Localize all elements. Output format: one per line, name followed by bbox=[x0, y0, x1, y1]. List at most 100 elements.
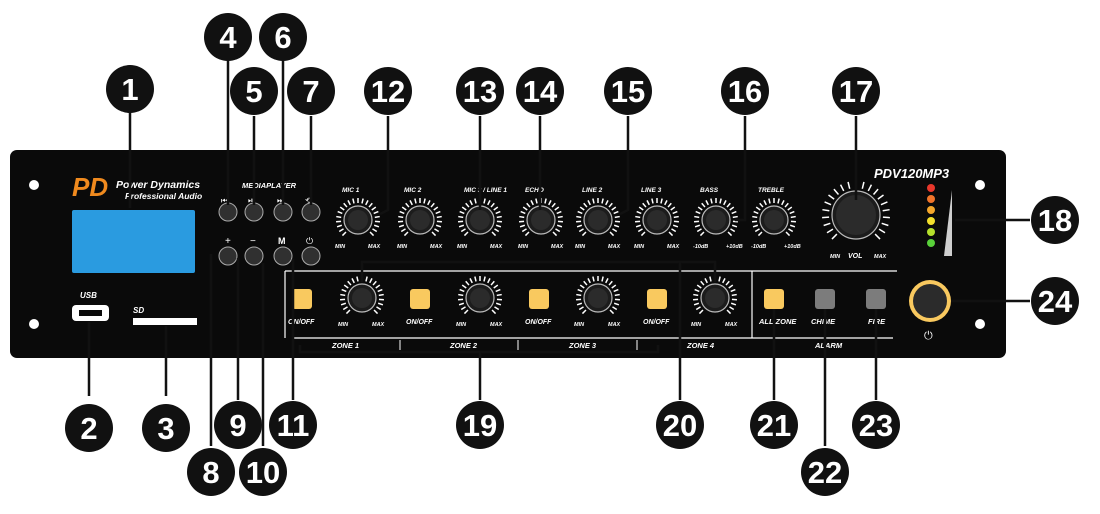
master-volume-tick bbox=[833, 188, 840, 195]
brand-name: Power Dynamics bbox=[116, 179, 200, 191]
repeat-icon: ⟲ bbox=[305, 196, 312, 205]
logo-mark: PD bbox=[72, 172, 108, 202]
media-power-button-cap[interactable] bbox=[301, 246, 321, 266]
mic1-tick bbox=[372, 228, 378, 233]
zone-3-knob-face bbox=[588, 288, 608, 308]
master-volume-tick bbox=[872, 188, 879, 195]
line3-knob[interactable] bbox=[635, 198, 679, 237]
zone-4-tick bbox=[730, 302, 737, 306]
mic3-tick bbox=[483, 198, 486, 204]
zone-4-switch-label: ON/OFF bbox=[643, 319, 670, 326]
zone-2-knob[interactable] bbox=[458, 276, 502, 315]
leader-16 bbox=[735, 116, 747, 222]
zone-2-switch[interactable] bbox=[410, 289, 430, 309]
mic3-tick bbox=[458, 215, 464, 219]
mic1-knob[interactable] bbox=[336, 198, 380, 237]
zone-2-tick bbox=[460, 306, 466, 311]
zone-4-tick bbox=[728, 284, 734, 289]
bass-label: BASS bbox=[700, 187, 719, 194]
usb-port[interactable]: USB bbox=[72, 291, 109, 321]
callout-6: 6 bbox=[259, 13, 307, 61]
line2-tick bbox=[587, 200, 591, 206]
master-volume-tick bbox=[861, 181, 865, 189]
sd-slot[interactable] bbox=[133, 318, 197, 325]
callout-16: 16 bbox=[721, 67, 769, 115]
zone-4-knob[interactable] bbox=[693, 276, 737, 315]
leader-12 bbox=[379, 116, 390, 216]
repeat-button-cap[interactable] bbox=[301, 202, 321, 222]
mic3-knob[interactable] bbox=[458, 198, 502, 237]
sd-label: SD bbox=[133, 306, 144, 315]
zone-3-tick bbox=[583, 280, 588, 286]
play-pause-icon: ⏯ bbox=[248, 196, 254, 205]
mic3-tick bbox=[487, 200, 491, 206]
callout-23: 23 bbox=[852, 401, 900, 449]
media-player-label: MEDIAPLAYER bbox=[242, 181, 297, 190]
zone-2-tick bbox=[458, 302, 465, 306]
fire-button-cap[interactable] bbox=[866, 289, 886, 309]
mic2-tick bbox=[400, 228, 406, 233]
line2-knob[interactable] bbox=[576, 198, 620, 237]
main-power-cap[interactable] bbox=[913, 284, 947, 318]
zone-3-min-label: MIN bbox=[574, 322, 585, 328]
line3-tick bbox=[673, 215, 679, 219]
plus-button-cap[interactable] bbox=[218, 246, 238, 266]
zone-3-switch[interactable] bbox=[529, 289, 549, 309]
play-pause-button-cap[interactable] bbox=[244, 202, 264, 222]
zone-4-switch[interactable] bbox=[647, 289, 667, 309]
echo-tick bbox=[552, 231, 558, 237]
mode-button-cap[interactable] bbox=[273, 246, 293, 266]
callout-badge bbox=[239, 448, 287, 496]
zone-4-tick bbox=[731, 293, 737, 297]
callout-number: 20 bbox=[663, 408, 697, 443]
zone-4-tick bbox=[704, 278, 708, 284]
callout-badge bbox=[750, 401, 798, 449]
zone-4-tick bbox=[726, 309, 732, 315]
play-pause-button[interactable]: ⏯ bbox=[244, 196, 264, 222]
mic1-tick bbox=[373, 224, 380, 228]
callout-badge bbox=[456, 67, 504, 115]
rack-holes bbox=[29, 180, 985, 329]
zone-1-switch[interactable] bbox=[292, 289, 312, 309]
minus-button[interactable]: − bbox=[244, 236, 264, 266]
treble-knob[interactable] bbox=[752, 198, 796, 237]
chime-button-cap[interactable] bbox=[815, 289, 835, 309]
mic1-tick bbox=[368, 202, 373, 208]
plus-button[interactable]: + bbox=[218, 236, 238, 266]
callout-badge bbox=[269, 401, 317, 449]
callout-number: 15 bbox=[611, 74, 645, 109]
brand-logo: PD Power Dynamics Professional Audio bbox=[72, 172, 202, 202]
mic2-tick bbox=[414, 198, 417, 204]
main-power-button[interactable]: ⏻ bbox=[909, 280, 951, 342]
mic2-tick bbox=[403, 231, 409, 237]
prev-button-cap[interactable] bbox=[218, 202, 238, 222]
echo-tick bbox=[555, 228, 561, 233]
master-volume-tick bbox=[881, 222, 889, 227]
zone-3-knob[interactable] bbox=[576, 276, 620, 315]
treble-tick bbox=[777, 198, 780, 204]
minus-button-cap[interactable] bbox=[244, 246, 264, 266]
zone-1-tick bbox=[373, 309, 379, 315]
chime-button[interactable]: CHIME bbox=[811, 289, 836, 326]
zone-3-tick bbox=[579, 284, 585, 289]
callout-number: 13 bbox=[463, 74, 497, 109]
callout-number: 24 bbox=[1038, 284, 1073, 319]
echo-knob[interactable] bbox=[519, 198, 563, 237]
echo-tick bbox=[524, 231, 530, 237]
line3-tick bbox=[667, 202, 672, 208]
all-zone-button-cap[interactable] bbox=[764, 289, 784, 309]
mic2-knob[interactable] bbox=[398, 198, 442, 237]
echo-tick bbox=[519, 215, 525, 219]
media-power-button[interactable]: ⏻ bbox=[301, 236, 321, 266]
next-button-cap[interactable] bbox=[273, 202, 293, 222]
sd-card-slot[interactable]: SD bbox=[133, 306, 197, 325]
all-zone-button[interactable]: ALL ZONE bbox=[758, 289, 797, 326]
zone-1-knob-face bbox=[352, 288, 372, 308]
master-volume-label: VOL bbox=[848, 253, 862, 260]
bass-tick bbox=[697, 206, 703, 211]
bass-tick bbox=[732, 215, 738, 219]
bass-knob[interactable] bbox=[694, 198, 738, 237]
mode-button[interactable]: M bbox=[273, 236, 293, 266]
line3-tick bbox=[672, 224, 679, 228]
